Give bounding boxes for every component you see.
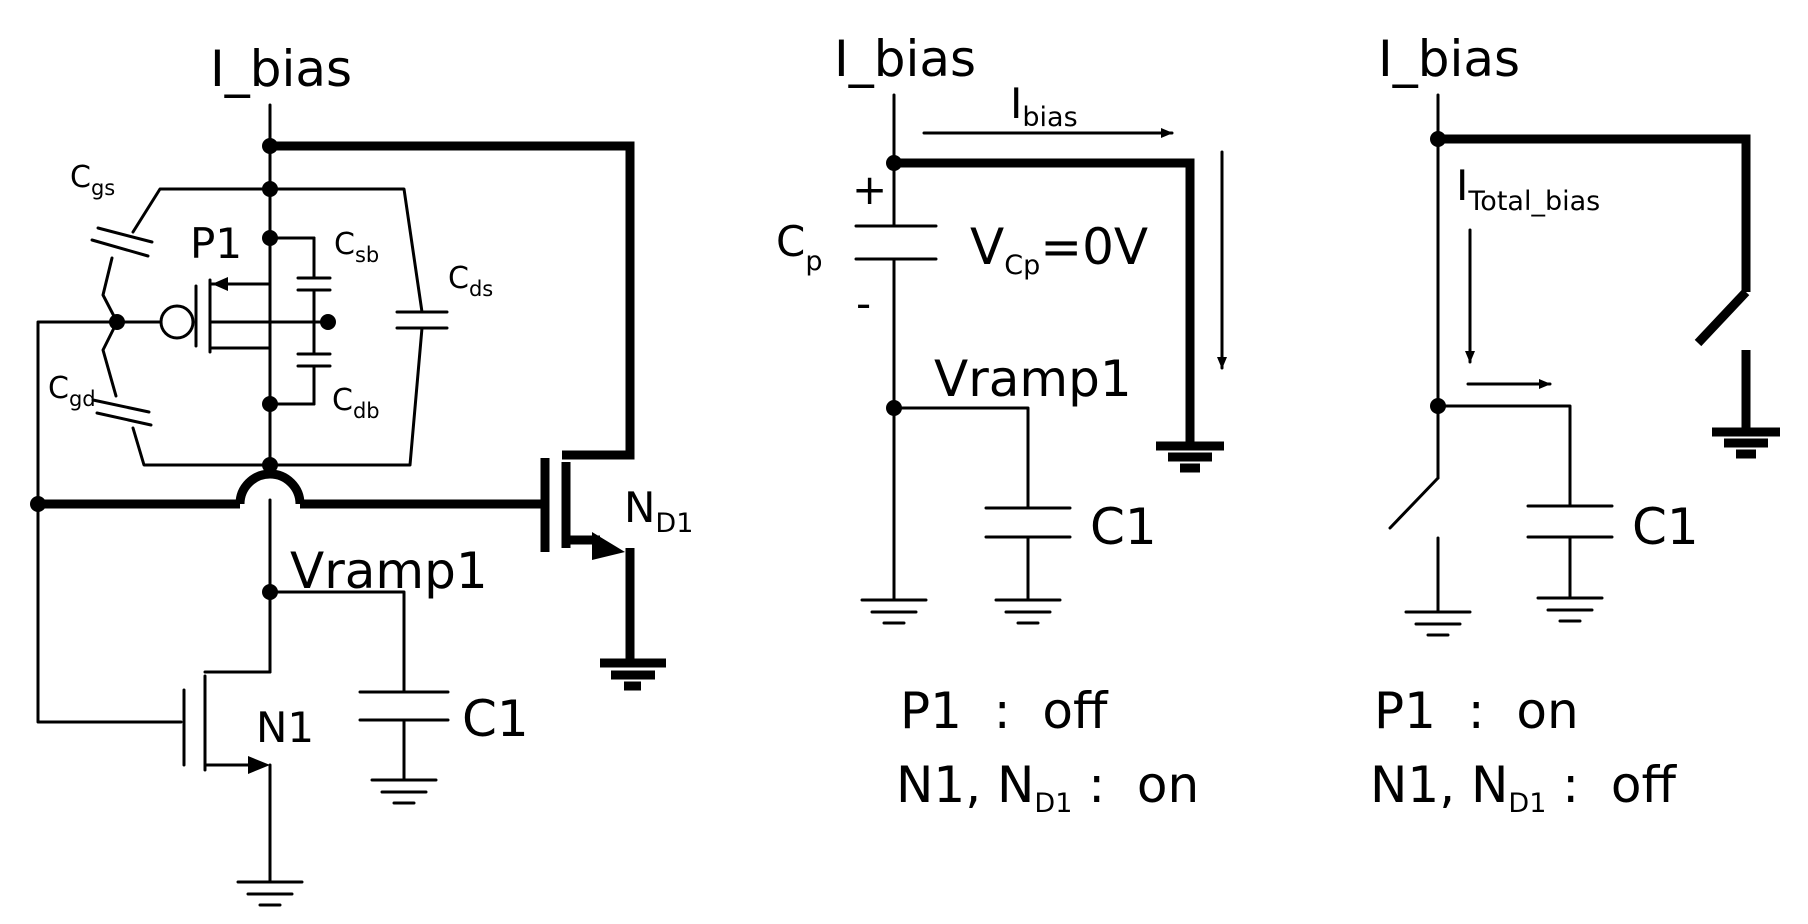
- bias-bold-wire: [270, 141, 635, 460]
- right-circuit: I_bias ITotal_bias C1 P1 : on N1, ND1 : …: [1370, 30, 1780, 819]
- cp-minus-sign: -: [856, 279, 871, 328]
- middle-ibias-arrow-label: Ibias: [1010, 79, 1078, 133]
- right-state-n1-nd1: N1, ND1 : off: [1370, 756, 1677, 819]
- middle-state-p1: P1 : off: [900, 682, 1109, 740]
- p1-gate-bubble: [159, 304, 195, 340]
- cp-plus-sign: +: [852, 165, 887, 214]
- cp-label: Cp: [776, 217, 822, 277]
- right-c1-label: C1: [1632, 498, 1699, 556]
- nd1-label: ND1: [624, 483, 693, 539]
- p1-label: P1: [190, 219, 242, 268]
- right-switch-1: [1388, 476, 1440, 530]
- cds-label: Cds: [448, 261, 493, 301]
- left-vramp-label: Vramp1: [290, 542, 488, 600]
- cdb-label: Cdb: [332, 383, 380, 423]
- right-switch-2: [1694, 288, 1750, 347]
- vcp-label: VCp=0V: [970, 218, 1148, 281]
- middle-vramp-label: Vramp1: [934, 350, 1132, 408]
- cgd-label: Cgd: [48, 371, 96, 411]
- csb-label: Csb: [334, 227, 379, 267]
- right-state-p1: P1 : on: [1374, 682, 1579, 740]
- nd1-source-arrow: [592, 532, 625, 560]
- middle-ibias-label: I_bias: [834, 30, 976, 88]
- right-ibias-label: I_bias: [1378, 30, 1520, 88]
- p1-source-arrow: [212, 277, 228, 291]
- n1-label: N1: [256, 703, 314, 752]
- middle-c1-label: C1: [1090, 498, 1157, 556]
- left-circuit: I_bias Cgs P1 Csb Cds Cgd Cdb ND1 Vramp1…: [30, 40, 693, 907]
- cgs-label: Cgs: [70, 160, 115, 200]
- middle-state-n1-nd1: N1, ND1 : on: [896, 756, 1199, 819]
- left-c1-label: C1: [462, 690, 529, 748]
- n1-source-arrow: [248, 756, 270, 774]
- left-ibias-label: I_bias: [210, 40, 352, 98]
- right-total-bias-label: ITotal_bias: [1456, 161, 1600, 217]
- middle-circuit: I_bias Ibias + Cp VCp=0V - Vramp1 C1 P1 …: [776, 30, 1227, 819]
